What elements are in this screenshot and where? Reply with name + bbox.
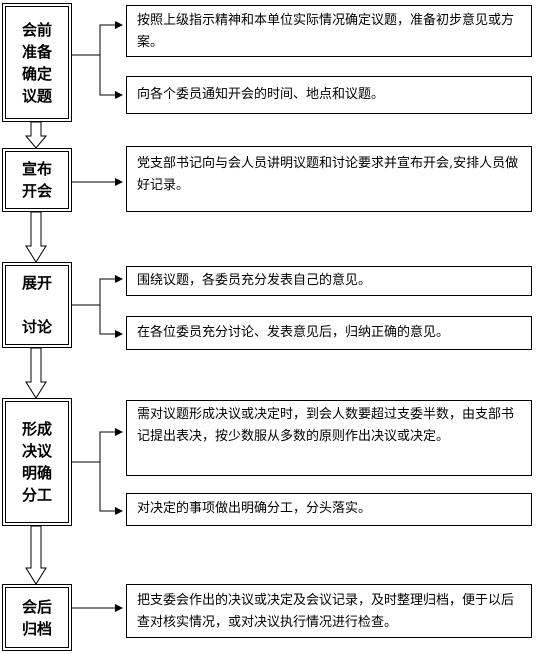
- step-label: 会前 准备 确定 议题: [21, 20, 52, 105]
- note-box: 把支委会作出的决议或决定及会议记录，及时整理归档，便于以后查对核实情况，或对决议…: [126, 584, 532, 638]
- step-prepare-topics: 会前 准备 确定 议题: [2, 3, 72, 122]
- branch-connector-1: [72, 21, 123, 99]
- note-box: 按照上级指示精神和本单位实际情况确定议题，准备初步意见或方案。: [126, 5, 532, 57]
- down-arrow-4: [25, 525, 47, 585]
- step-label: 宣布 开会: [21, 160, 52, 200]
- down-arrow-1: [24, 121, 48, 149]
- note-box: 围绕议题，各委员充分发表自己的意见。: [126, 266, 532, 296]
- step-label: 形成 决议 明确 分工: [21, 420, 52, 504]
- step-resolution-assignment: 形成 决议 明确 分工: [2, 398, 72, 526]
- step-announce-meeting: 宣布 开会: [2, 148, 72, 212]
- note-box: 党支部书记向与会人员讲明议题和讨论要求并宣布开会,安排人员做好记录。: [126, 146, 532, 212]
- note-box: 对决定的事项做出明确分工，分头落实。: [126, 493, 532, 526]
- step-label: 会后 归档: [21, 597, 52, 638]
- note-box: 在各位委员充分讨论、发表意见后，归纳正确的意见。: [126, 316, 532, 350]
- down-arrow-2: [25, 211, 47, 263]
- step-discussion: 展开 讨论: [2, 262, 72, 348]
- step-archive: 会后 归档: [2, 584, 72, 651]
- step-label: 展开 讨论: [21, 274, 52, 336]
- note-box: 向各个委员通知开会的时间、地点和议题。: [126, 76, 532, 114]
- branch-connector-3: [72, 275, 123, 338]
- branch-connector-4: [72, 428, 123, 515]
- note-box: 需对议题形成决议或决定时，到会人数要超过支委半数，由支部书记提出表决，按少数服从…: [126, 400, 532, 476]
- down-arrow-3: [25, 347, 47, 399]
